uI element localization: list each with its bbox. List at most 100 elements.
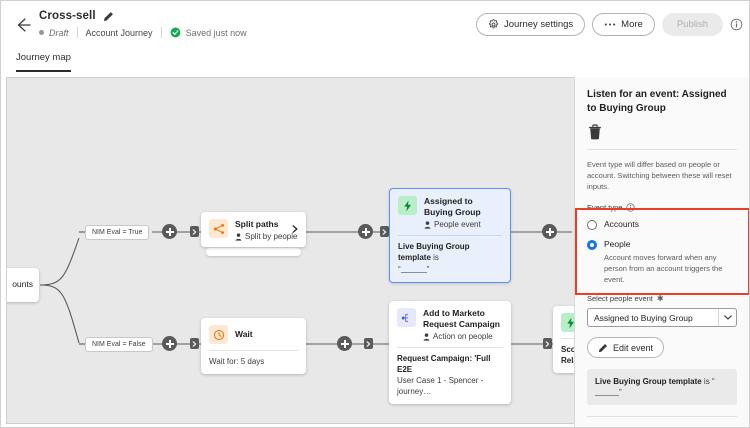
node-abg-divider <box>398 235 502 236</box>
select-people-event-value: Assigned to Buying Group <box>594 312 693 323</box>
person-icon <box>424 220 431 229</box>
node-split-paths-stack <box>206 248 301 256</box>
more-button[interactable]: More <box>592 13 655 36</box>
info-icon[interactable] <box>626 203 636 212</box>
node-scoring-divider <box>561 338 575 339</box>
pencil-icon <box>598 343 607 352</box>
journey-canvas[interactable]: ounts NIM Eval = True NIM Eval = False <box>6 77 576 424</box>
add-step-button-top-1[interactable] <box>162 224 177 239</box>
node-marketo-text: Add to Marketo Request Campaign Action o… <box>423 308 503 341</box>
select-people-event-label-row: Select people event ✱ <box>587 294 737 303</box>
expand-connector-bottom-1[interactable] <box>190 338 199 349</box>
info-icon[interactable] <box>730 18 743 31</box>
radio-accounts-label: Accounts <box>604 219 639 229</box>
radio-people-description: Account moves forward when any person fr… <box>604 253 723 284</box>
node-start[interactable]: ounts <box>7 268 39 302</box>
node-marketo-title: Add to Marketo Request Campaign <box>423 308 500 329</box>
saved-status: Saved just now <box>170 27 247 38</box>
node-split-paths-text: Split paths Split by people <box>235 219 298 241</box>
tab-journey-map-label: Journey map <box>16 52 71 63</box>
add-step-button-top-3[interactable] <box>542 224 557 239</box>
node-marketo-divider <box>397 347 503 348</box>
clock-icon <box>209 325 228 344</box>
node-abg-body-prefix: Live Buying Group template <box>398 242 470 262</box>
back-arrow-icon[interactable] <box>13 15 33 35</box>
node-split-paths-subtitle-label: Split by people <box>245 232 298 241</box>
node-add-to-marketo[interactable]: Add to Marketo Request Campaign Action o… <box>389 301 511 404</box>
node-marketo-body: Request Campaign: 'Full E2E User Case 1 … <box>389 348 511 404</box>
node-scoring-head <box>553 306 575 338</box>
node-wait[interactable]: Wait Wait for: 5 days <box>201 318 306 374</box>
node-abg-subtitle: People event <box>424 220 502 229</box>
node-wait-divider <box>209 350 298 351</box>
meta-divider-1 <box>76 27 78 38</box>
status-badge: Draft <box>49 27 69 38</box>
panel-body: Event type will differ based on people o… <box>575 150 749 427</box>
edit-event-label: Edit event <box>613 342 654 353</box>
trash-icon[interactable] <box>587 124 603 140</box>
tab-bar: Journey map <box>1 49 749 75</box>
chevron-right-icon[interactable] <box>291 225 299 233</box>
person-icon <box>235 232 242 241</box>
app-header: Cross-sell Draft Account Journey Saved j… <box>1 1 749 49</box>
node-marketo-head: Add to Marketo Request Campaign Action o… <box>389 301 511 347</box>
node-assigned-to-buying-group[interactable]: Assigned to Buying Group People event Li… <box>389 188 511 283</box>
journey-settings-button[interactable]: Journey settings <box>475 13 586 36</box>
node-abg-blank <box>400 272 427 273</box>
split-paths-icon <box>209 219 228 238</box>
expand-connector-bottom-2[interactable] <box>364 338 373 349</box>
condition-chip-prefix: Live Buying Group template <box>595 377 702 386</box>
add-step-button-top-2[interactable] <box>358 224 373 239</box>
node-scoring-related[interactable]: Sco… Rela… <box>553 306 575 373</box>
chevron-down-icon[interactable] <box>718 309 736 326</box>
panel-divider-2 <box>587 416 737 417</box>
condition-chip-suffix: is <box>703 377 710 386</box>
ellipsis-icon <box>604 23 616 26</box>
add-step-button-bottom-1[interactable] <box>162 336 177 351</box>
node-abg-body: Live Buying Group template is “” <box>390 236 510 282</box>
select-people-event-dropdown[interactable]: Assigned to Buying Group <box>587 308 737 327</box>
panel-header: Listen for an event: Assigned to Buying … <box>575 77 749 150</box>
node-scoring-title-line2: Rela… <box>561 356 575 365</box>
radio-option-accounts[interactable]: Accounts <box>587 219 737 230</box>
node-wait-title: Wait <box>235 329 253 339</box>
node-wait-head: Wait <box>201 318 306 350</box>
node-abg-body-blank-row: “” <box>398 265 430 274</box>
condition-chip-blank <box>595 395 619 396</box>
panel-title: Listen for an event: Assigned to Buying … <box>587 89 727 114</box>
select-people-event-label: Select people event <box>587 294 653 303</box>
node-wait-text: Wait <box>235 325 298 344</box>
node-split-paths-head: Split paths Split by people <box>201 212 306 247</box>
node-marketo-subtitle: Action on people <box>423 332 503 341</box>
node-split-paths[interactable]: Split paths Split by people <box>201 212 306 247</box>
add-step-button-bottom-2[interactable] <box>337 336 352 351</box>
node-abg-title: Assigned to Buying Group <box>424 196 481 217</box>
panel-note: Event type will differ based on people o… <box>587 160 732 191</box>
condition-pill-true[interactable]: NIM Eval = True <box>85 225 150 240</box>
journey-settings-label: Journey settings <box>503 19 574 30</box>
condition-pill-false[interactable]: NIM Eval = False <box>85 337 153 352</box>
status-dot-icon <box>39 30 44 35</box>
radio-people-label: People <box>604 239 631 249</box>
node-abg-subtitle-label: People event <box>434 220 481 229</box>
expand-connector-top-1[interactable] <box>190 226 199 237</box>
condition-pill-true-label: NIM Eval = True <box>92 229 143 236</box>
edit-event-button[interactable]: Edit event <box>587 337 665 358</box>
header-actions: Journey settings More Publish <box>475 13 743 36</box>
pencil-icon[interactable] <box>103 11 114 22</box>
publish-button[interactable]: Publish <box>661 13 723 36</box>
check-circle-icon <box>170 27 181 38</box>
more-label: More <box>621 19 643 30</box>
event-config-panel: Listen for an event: Assigned to Buying … <box>574 77 749 427</box>
tab-journey-map[interactable]: Journey map <box>16 52 71 72</box>
event-type-label-row: Event type <box>587 203 737 212</box>
radio-people-input[interactable] <box>587 240 597 250</box>
event-type-label: Event type <box>587 203 623 212</box>
radio-accounts-input[interactable] <box>587 220 597 230</box>
expand-connector-bottom-3[interactable] <box>543 338 552 349</box>
radio-option-people[interactable]: People <box>587 239 737 250</box>
node-split-paths-title: Split paths <box>235 219 279 229</box>
journey-meta-row: Draft Account Journey Saved just now <box>39 27 247 38</box>
expand-connector-top-2[interactable] <box>380 226 389 237</box>
